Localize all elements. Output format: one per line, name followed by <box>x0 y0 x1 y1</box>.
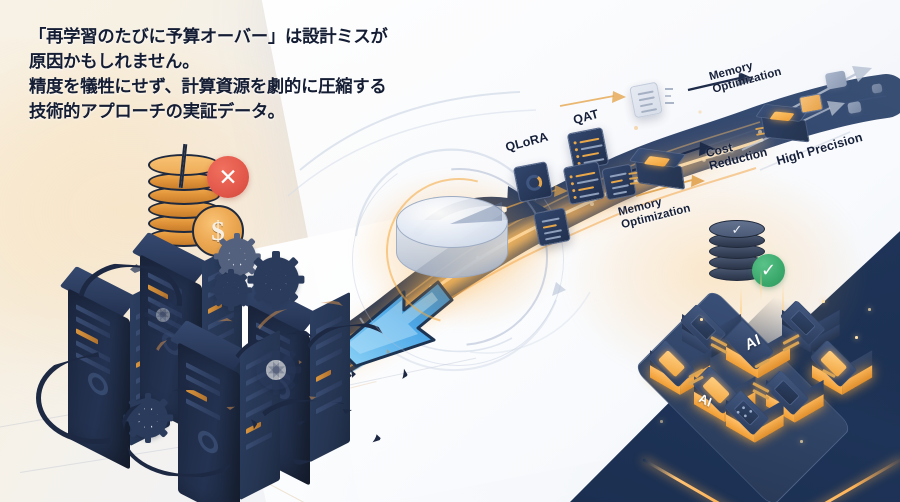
gear-icon <box>247 251 305 309</box>
gear-icon <box>144 296 182 334</box>
coin-top: ✓ <box>709 220 765 238</box>
sparkle <box>660 420 663 423</box>
headline-line-4: 技術的アプローチの実証データ。 <box>29 100 285 121</box>
error-badge-icon: ✕ <box>207 156 249 198</box>
dollar-symbol: $ <box>211 215 225 246</box>
dash-mark <box>665 95 671 97</box>
light-beam <box>760 270 762 300</box>
pipeline-node-card <box>533 207 571 247</box>
light-beam <box>782 282 784 330</box>
success-badge-icon: ✓ <box>752 254 785 287</box>
dash-mark <box>665 102 674 104</box>
dash-mark <box>665 88 673 90</box>
sparkle <box>800 440 803 443</box>
sparkle <box>855 336 858 339</box>
pipeline-node-card <box>562 160 606 206</box>
sparkle <box>822 300 825 303</box>
light-beam <box>740 288 742 328</box>
headline-line-3: 精度を犠牲にせず、計算資源を劇的に圧縮する <box>29 75 387 96</box>
success-mark: ✓ <box>760 260 777 280</box>
error-mark: ✕ <box>218 163 238 190</box>
gear-icon <box>209 268 253 312</box>
pipeline-node-ghost <box>629 81 663 119</box>
sparkle <box>868 308 871 311</box>
floating-block <box>824 70 848 90</box>
page-title: 「再学習のたびに予算オーバー」は設計ミスが 原因かもしれません。 精度を犠牲にせ… <box>29 24 499 124</box>
headline-line-2: 原因かもしれません。 <box>29 50 200 71</box>
cylinder-top <box>396 196 508 248</box>
pipeline-node-qlora <box>512 161 554 203</box>
floating-block <box>847 100 862 115</box>
coin-check-mark: ✓ <box>731 221 743 237</box>
headline-line-1: 「再学習のたびに予算オーバー」は設計ミスが <box>29 26 388 46</box>
gear-icon <box>213 233 261 281</box>
sparkle <box>700 318 703 321</box>
